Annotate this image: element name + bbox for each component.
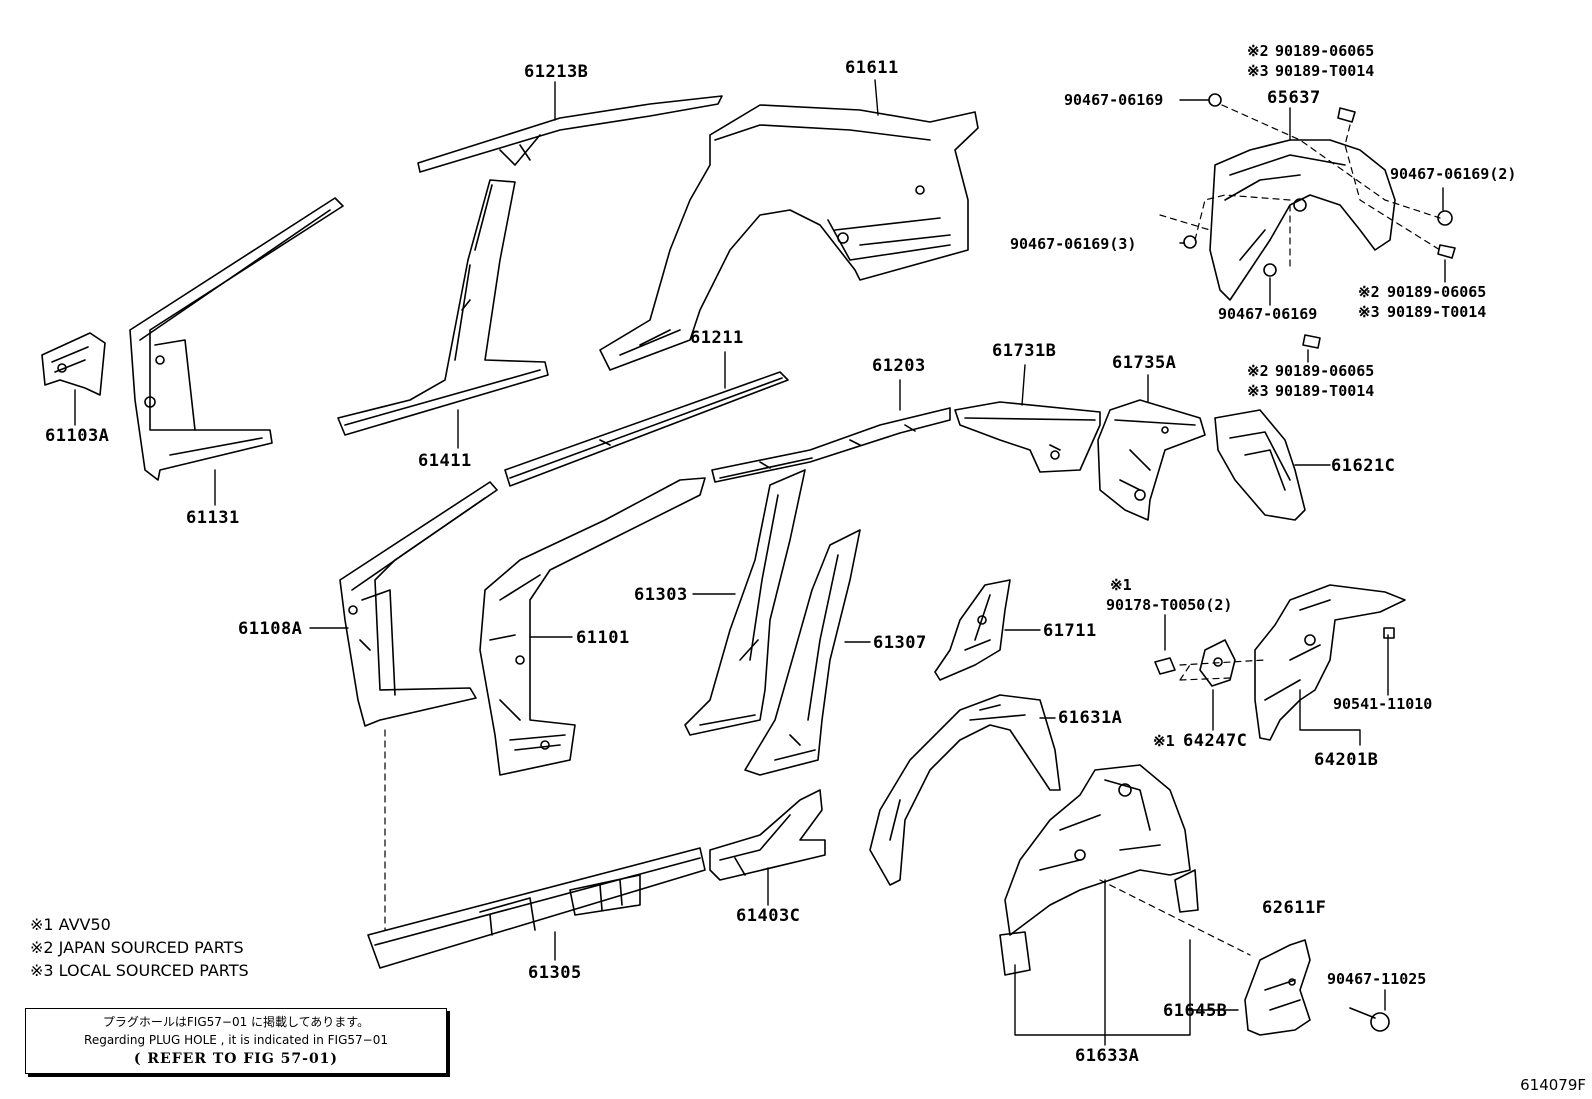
fastener-mark-11: ※1	[1110, 576, 1132, 594]
part-label-62611F: 62611F	[1262, 898, 1327, 918]
part-62611F-shape	[1244, 939, 1311, 1036]
fastener-mark-7: ※2	[1358, 283, 1380, 301]
part-label-64247C: 64247C	[1183, 731, 1248, 751]
fastener-label-9: 90189-06065	[1275, 362, 1375, 380]
fastener-label-11: 90178-T0050(2)	[1106, 596, 1233, 614]
part-label-61103A: 61103A	[45, 426, 110, 446]
leader-lines	[74, 79, 1446, 1046]
part-61103A-shape	[41, 332, 106, 396]
fastener-label-7: 90189-06065	[1387, 283, 1487, 301]
fastener-mark-8: ※3	[1358, 303, 1380, 321]
part-label-61645B: 61645B	[1163, 1001, 1228, 1021]
legend-note-2: ※2 JAPAN SOURCED PARTS	[30, 938, 244, 957]
part-61101-shape	[479, 477, 706, 776]
reference-box: プラグホールはFIG57−01 に掲載してあります。 Regarding PLU…	[25, 1008, 447, 1074]
fastener-label-10: 90189-T0014	[1275, 382, 1375, 400]
dashed-guides	[384, 104, 1441, 956]
part-61203-shape	[711, 407, 951, 483]
part-61307-shape	[744, 529, 861, 776]
part-64247C-shape	[1154, 639, 1236, 687]
fastener-label-1: 90189-06065	[1275, 42, 1375, 60]
legend-note-1: ※1 AVV50	[30, 915, 111, 934]
part-label-61611: 61611	[845, 58, 899, 78]
part-61621C-shape	[1214, 409, 1306, 521]
part-label-61213B: 61213B	[524, 62, 589, 82]
part-label-61108A: 61108A	[238, 619, 303, 639]
fastener-label-12: 90541-11010	[1333, 695, 1433, 713]
part-61131-shape	[129, 197, 344, 481]
part-label-65637: 65637	[1267, 88, 1321, 108]
reference-english: Regarding PLUG HOLE , it is indicated in…	[84, 1033, 388, 1047]
part-label-61711: 61711	[1043, 621, 1097, 641]
part-61305-shape	[367, 847, 706, 969]
part-label-61305: 61305	[528, 963, 582, 983]
part-label-61735A: 61735A	[1112, 353, 1177, 373]
part-61211-shape	[504, 371, 789, 487]
part-61213B-shape	[417, 95, 723, 173]
part-65637-shape	[1209, 139, 1396, 301]
reference-japanese: プラグホールはFIG57−01 に掲載してあります。	[102, 1015, 370, 1029]
fastener-mark-13: ※1	[1153, 732, 1175, 750]
fastener-label-14: 90467-11025	[1327, 970, 1427, 988]
fastener-label-5: 90467-06169(3)	[1010, 235, 1137, 253]
part-label-61731B: 61731B	[992, 341, 1057, 361]
fastener-label-8: 90189-T0014	[1387, 303, 1487, 321]
part-label-61211: 61211	[690, 328, 744, 348]
fastener-mark-2: ※3	[1247, 62, 1269, 80]
part-61411-shape	[337, 179, 549, 436]
fastener-label-6: 90467-06169	[1218, 305, 1318, 323]
fastener-label-3: 90467-06169	[1064, 91, 1164, 109]
part-label-61307: 61307	[873, 633, 927, 653]
part-61633A-shape	[999, 764, 1199, 976]
part-61403C-shape	[709, 789, 826, 881]
part-label-61403C: 61403C	[736, 906, 801, 926]
fastener-mark-10: ※3	[1247, 382, 1269, 400]
part-label-61633A: 61633A	[1075, 1046, 1140, 1066]
part-61303-shape	[684, 469, 806, 736]
part-label-64201B: 64201B	[1314, 750, 1379, 770]
clip-90467-11025-shape	[1349, 1007, 1390, 1032]
fastener-mark-9: ※2	[1247, 362, 1269, 380]
part-label-61131: 61131	[186, 508, 240, 528]
part-61735A-shape	[1097, 399, 1206, 521]
fastener-label-2: 90189-T0014	[1275, 62, 1375, 80]
part-label-61203: 61203	[872, 356, 926, 376]
part-61711-shape	[934, 579, 1011, 681]
part-64201B-shape	[1254, 584, 1406, 741]
part-label-61411: 61411	[418, 451, 472, 471]
part-label-61631A: 61631A	[1058, 708, 1123, 728]
fastener-label-4: 90467-06169(2)	[1390, 165, 1517, 183]
part-label-61621C: 61621C	[1331, 456, 1396, 476]
figure-code: 614079F	[1520, 1076, 1586, 1094]
part-61108A-shape	[339, 481, 498, 727]
part-label-61101: 61101	[576, 628, 630, 648]
liner-fasteners	[1183, 93, 1456, 349]
fastener-mark-1: ※2	[1247, 42, 1269, 60]
part-61631A-shape	[869, 694, 1061, 886]
part-61731B-shape	[954, 401, 1101, 473]
part-61611-shape	[599, 104, 979, 371]
legend-note-3: ※3 LOCAL SOURCED PARTS	[30, 961, 249, 980]
part-label-61303: 61303	[634, 585, 688, 605]
reference-figure-link: ( REFER TO FIG 57-01)	[133, 1051, 339, 1067]
